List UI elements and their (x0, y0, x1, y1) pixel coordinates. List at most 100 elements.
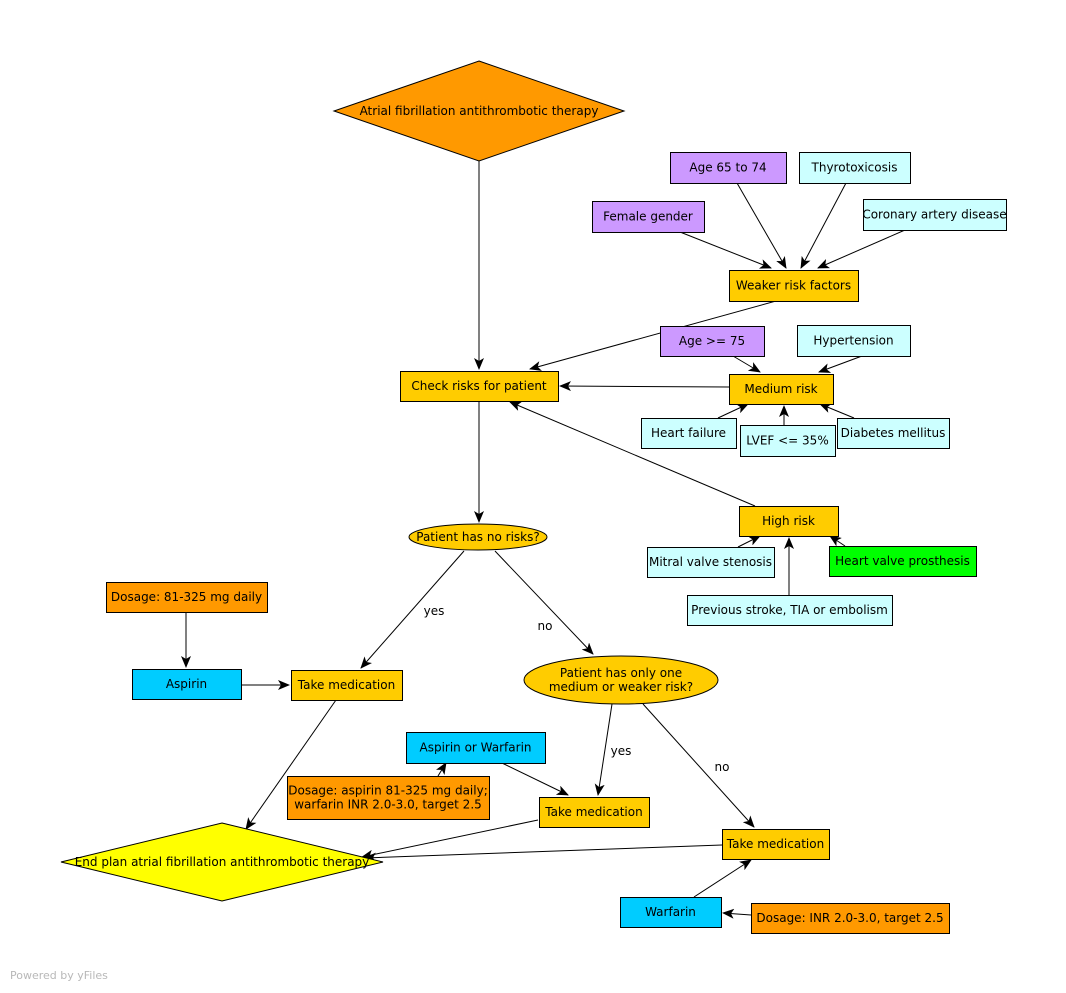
connector-arrow (800, 182, 847, 269)
node-label: Patient has no risks? (416, 530, 539, 544)
node-shape (837, 418, 950, 449)
node-label: Mitral valve stenosis (649, 555, 772, 569)
node-shape (406, 732, 546, 764)
node-label: Medium risk (744, 382, 817, 396)
node-shape (408, 523, 548, 551)
connector-arrow (819, 403, 855, 419)
connector-arrow (501, 762, 569, 796)
node-prosthesis: Heart valve prosthesis (829, 546, 977, 577)
node-label: Thyrotoxicosis (811, 161, 898, 175)
node-weaker: Weaker risk factors (729, 270, 859, 302)
node-take3: Take medication (722, 829, 830, 860)
connector-arrow (245, 699, 337, 830)
node-shape (647, 547, 775, 578)
connector-arrow (559, 381, 730, 392)
node-shape (729, 374, 834, 405)
node-end: End plan atrial fibrillation antithrombo… (60, 822, 384, 902)
connector-arrow (817, 229, 906, 269)
node-hypertension: Hypertension (797, 325, 911, 357)
node-shape (106, 582, 268, 613)
connector-arrow (829, 535, 846, 547)
node-shape (400, 371, 559, 402)
node-shape (641, 418, 737, 449)
node-high: High risk (739, 506, 839, 537)
node-check: Check risks for patient (400, 371, 559, 402)
connector-arrow (360, 550, 465, 669)
node-age-75: Age >= 75 (660, 326, 765, 357)
node-shape (620, 897, 722, 928)
node-take2: Take medication (539, 797, 650, 828)
node-shape (751, 903, 950, 934)
node-shape (132, 669, 242, 700)
node-shape (722, 829, 830, 860)
edge-label-no2: no (715, 760, 730, 774)
node-lvef: LVEF <= 35% (740, 425, 836, 457)
node-shape (799, 152, 911, 184)
edges-layer (181, 161, 906, 919)
node-label: Take medication (726, 837, 824, 851)
connector-arrow (494, 550, 594, 655)
node-label: Female gender (603, 210, 693, 224)
node-label: warfarin INR 2.0-3.0, target 2.5 (294, 798, 482, 812)
node-label: Coronary artery disease (862, 208, 1006, 222)
edge-label-no1: no (538, 619, 553, 633)
node-label: LVEF <= 35% (746, 434, 828, 448)
connector-arrow (509, 401, 756, 507)
node-shape (523, 655, 719, 705)
node-take1: Take medication (291, 670, 403, 701)
node-label: Weaker risk factors (736, 279, 851, 293)
node-label: High risk (762, 514, 815, 528)
node-label: Aspirin or Warfarin (419, 741, 531, 755)
node-label: Take medication (544, 805, 642, 819)
node-shape (60, 822, 384, 902)
node-label: Diabetes mellitus (841, 426, 946, 440)
node-shape (287, 776, 490, 820)
node-label: Age 65 to 74 (689, 161, 766, 175)
connector-arrow (364, 844, 723, 863)
node-label: Take medication (297, 678, 395, 692)
connector-arrow (693, 859, 752, 898)
connector-arrow (722, 908, 752, 919)
node-coronary: Coronary artery disease (862, 199, 1007, 231)
node-dosage-both: Dosage: aspirin 81-325 mg daily;warfarin… (287, 776, 490, 820)
node-label: End plan atrial fibrillation antithrombo… (75, 855, 370, 869)
connector-arrow (717, 403, 749, 419)
node-thyrotoxicosis: Thyrotoxicosis (799, 152, 911, 184)
node-aspirin: Aspirin (132, 669, 242, 700)
node-shape (740, 425, 836, 457)
connector-arrow (679, 231, 772, 269)
node-start: Atrial fibrillation antithrombotic thera… (332, 60, 626, 162)
node-shape (291, 670, 403, 701)
node-aspirin-warfarin: Aspirin or Warfarin (406, 732, 546, 764)
node-heart-failure: Heart failure (641, 418, 737, 449)
node-label: Previous stroke, TIA or embolism (691, 603, 888, 617)
nodes-layer: Atrial fibrillation antithrombotic thera… (60, 60, 1007, 934)
edge-label-yes2: yes (611, 744, 632, 758)
node-shape (670, 152, 787, 184)
powered-by-footer: Powered by yFiles (10, 969, 108, 982)
connector-arrow (529, 300, 777, 371)
node-label: Heart failure (651, 426, 726, 440)
node-dosage-aspirin: Dosage: 81-325 mg daily (106, 582, 268, 613)
node-shape (863, 199, 1007, 231)
node-label: Atrial fibrillation antithrombotic thera… (360, 104, 599, 118)
node-label: Dosage: INR 2.0-3.0, target 2.5 (756, 911, 943, 925)
node-dosage-warfarin: Dosage: INR 2.0-3.0, target 2.5 (751, 903, 950, 934)
connector-arrow (732, 355, 761, 373)
node-shape (332, 60, 626, 162)
connector-arrow (818, 355, 863, 373)
node-label: Patient has only one (560, 666, 682, 680)
node-shape (739, 506, 839, 537)
node-diabetes: Diabetes mellitus (837, 418, 950, 449)
connector-arrow (736, 182, 787, 269)
node-shape (729, 270, 859, 302)
node-shape (797, 325, 911, 357)
node-label: Warfarin (645, 905, 696, 919)
node-mitral: Mitral valve stenosis (647, 547, 775, 578)
node-label: Age >= 75 (679, 334, 745, 348)
node-no-risks: Patient has no risks? (408, 523, 548, 551)
node-shape (592, 201, 705, 233)
